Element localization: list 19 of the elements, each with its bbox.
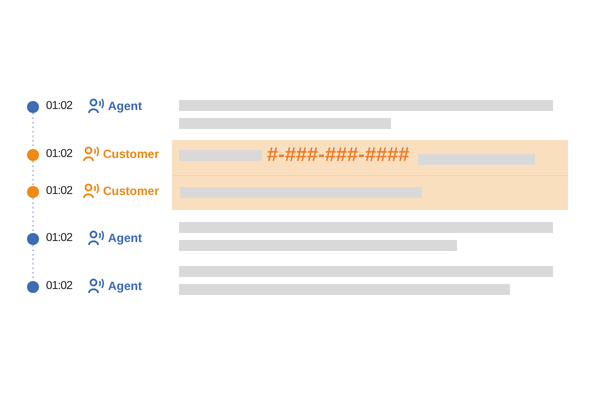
speaker-label: Customer: [103, 184, 160, 198]
speaker-label: Agent: [108, 99, 142, 113]
timeline-dot: [27, 186, 39, 198]
timeline-dot: [27, 281, 39, 293]
timestamp: 01:02: [46, 232, 72, 244]
timestamp: 01:02: [46, 280, 72, 292]
timeline-dot: [27, 149, 39, 161]
highlight-band: [172, 140, 568, 210]
timestamp: 01:02: [46, 148, 72, 160]
speaker-label: Agent: [108, 279, 142, 293]
masked-number: #-###-###-####: [267, 143, 410, 167]
timestamp: 01:02: [46, 100, 72, 112]
timeline-dot: [27, 233, 39, 245]
speaker-label: Customer: [103, 147, 160, 161]
timeline-connector: [32, 198, 34, 234]
timeline-connector: [32, 160, 34, 186]
timeline-dot: [27, 101, 39, 113]
timestamp: 01:02: [46, 185, 72, 197]
speaker-label: Agent: [108, 231, 142, 245]
